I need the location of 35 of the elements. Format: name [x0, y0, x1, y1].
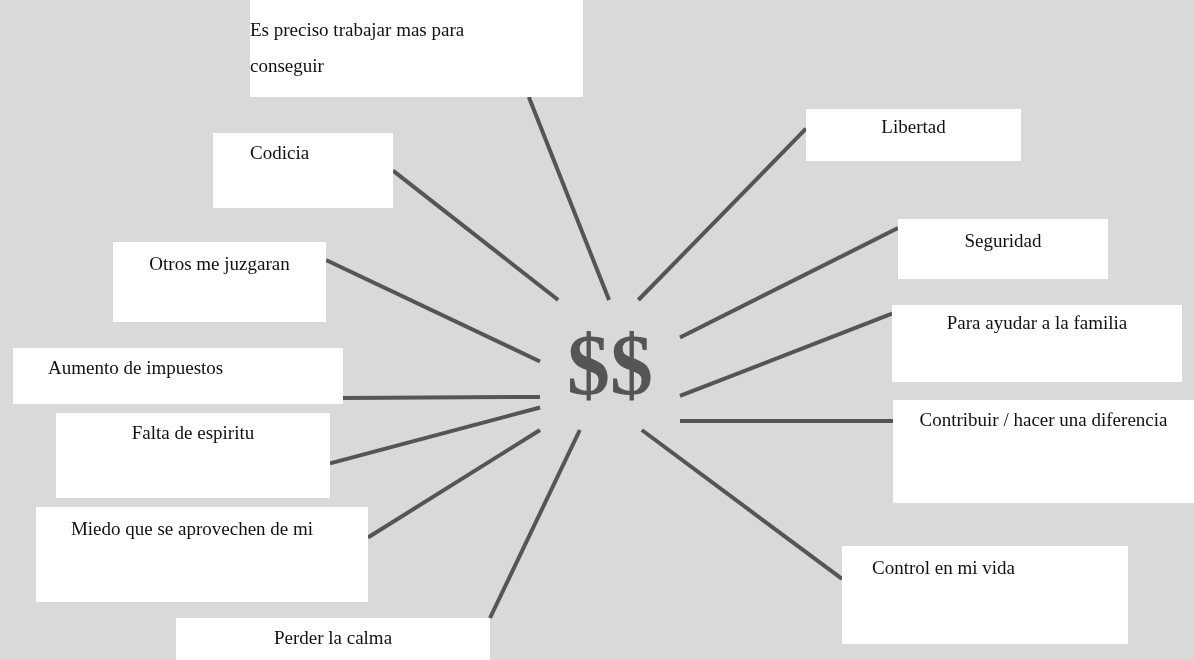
- ray-line: [679, 311, 893, 398]
- text-box: [56, 413, 330, 498]
- ray-line: [526, 96, 611, 301]
- text-box: [113, 242, 326, 322]
- ray-line: [343, 394, 540, 401]
- ray-line: [640, 428, 844, 581]
- text-box: [176, 618, 490, 660]
- text-box: [250, 0, 583, 97]
- dollar-signs: $$: [540, 300, 680, 430]
- label-text: Control en mi vida: [872, 556, 1016, 580]
- ray-line: [679, 226, 899, 340]
- label-text: Seguridad: [963, 229, 1043, 253]
- label-text: Libertad: [880, 115, 947, 139]
- text-box: [13, 348, 343, 404]
- text-box: [806, 109, 1021, 161]
- label-text: Aumento de impuestos: [48, 356, 225, 380]
- ray-line: [329, 405, 541, 466]
- text-box: [213, 133, 393, 208]
- ray-line: [488, 429, 582, 619]
- label-text: Para ayudar a la familia: [945, 311, 1129, 335]
- text-box: [893, 400, 1194, 503]
- text-box: [898, 219, 1108, 279]
- ray-line: [636, 127, 808, 302]
- label-text: Codicia: [250, 141, 311, 165]
- text-box: [892, 305, 1182, 382]
- text-box: [842, 546, 1128, 644]
- text-box: [36, 507, 368, 602]
- label-text: Contribuir / hacer una diferencia: [918, 408, 1169, 432]
- label-text: Miedo que se aprovechen de mi: [69, 517, 315, 541]
- label-text: Perder la calma: [272, 626, 394, 650]
- label-text: Otros me juzgaran: [148, 252, 291, 276]
- label-text: Es preciso trabajar mas para conseguir: [250, 18, 466, 78]
- ray-line: [680, 419, 893, 423]
- label-text: Falta de espiritu: [130, 421, 256, 445]
- ray-line: [325, 258, 541, 364]
